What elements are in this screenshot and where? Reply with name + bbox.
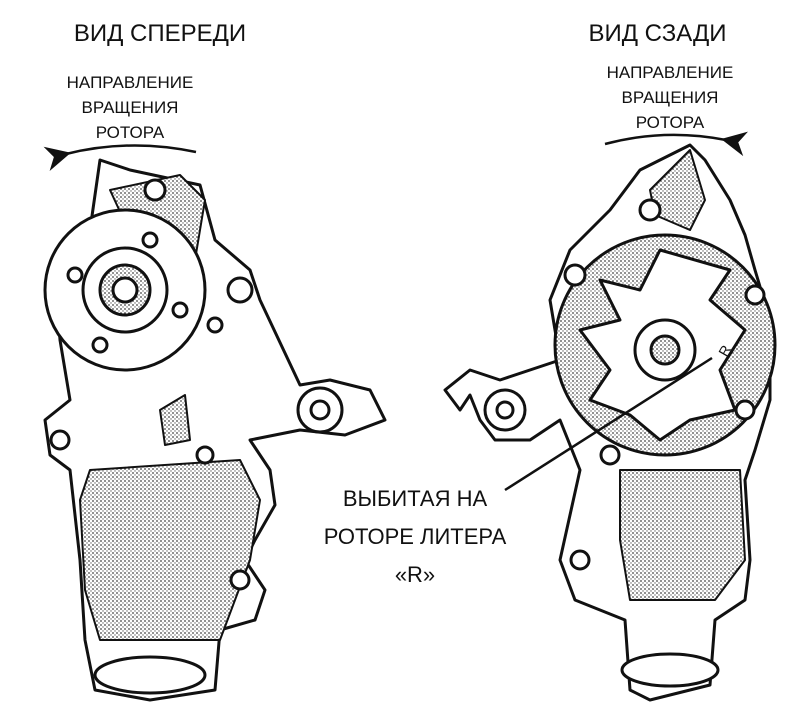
front-rotation-label: НАПРАВЛЕНИЕ ВРАЩЕНИЯ РОТОРА <box>60 70 200 145</box>
front-view-title: ВИД СПЕРЕДИ <box>73 20 247 47</box>
front-rotation-line-1: НАПРАВЛЕНИЕ <box>66 73 194 92</box>
rear-rotation-line-1: НАПРАВЛЕНИЕ <box>606 63 734 82</box>
rear-view-title: ВИД СЗАДИ <box>588 20 727 47</box>
front-rotation-arrow <box>43 144 197 171</box>
rear-rotation-arrow <box>604 131 749 157</box>
rear-rotation-label: НАПРАВЛЕНИЕ ВРАЩЕНИЯ РОТОРА <box>600 60 740 135</box>
rotor-mark-callout: ВЫБИТАЯ НА РОТОРЕ ЛИТЕРА «R» <box>315 480 515 594</box>
rear-rotation-line-3: РОТОРА <box>635 113 705 132</box>
callout-line-2: РОТОРЕ ЛИТЕРА <box>323 524 507 549</box>
rear-view-pump: R <box>443 143 777 702</box>
front-view-pump <box>43 158 387 702</box>
rear-rotation-line-2: ВРАЩЕНИЯ <box>621 88 719 107</box>
front-rotation-line-3: РОТОРА <box>95 123 165 142</box>
callout-leader-line <box>504 356 713 492</box>
front-rotation-line-2: ВРАЩЕНИЯ <box>81 98 179 117</box>
callout-line-3: «R» <box>394 562 436 587</box>
callout-line-1: ВЫБИТАЯ НА <box>342 486 488 511</box>
